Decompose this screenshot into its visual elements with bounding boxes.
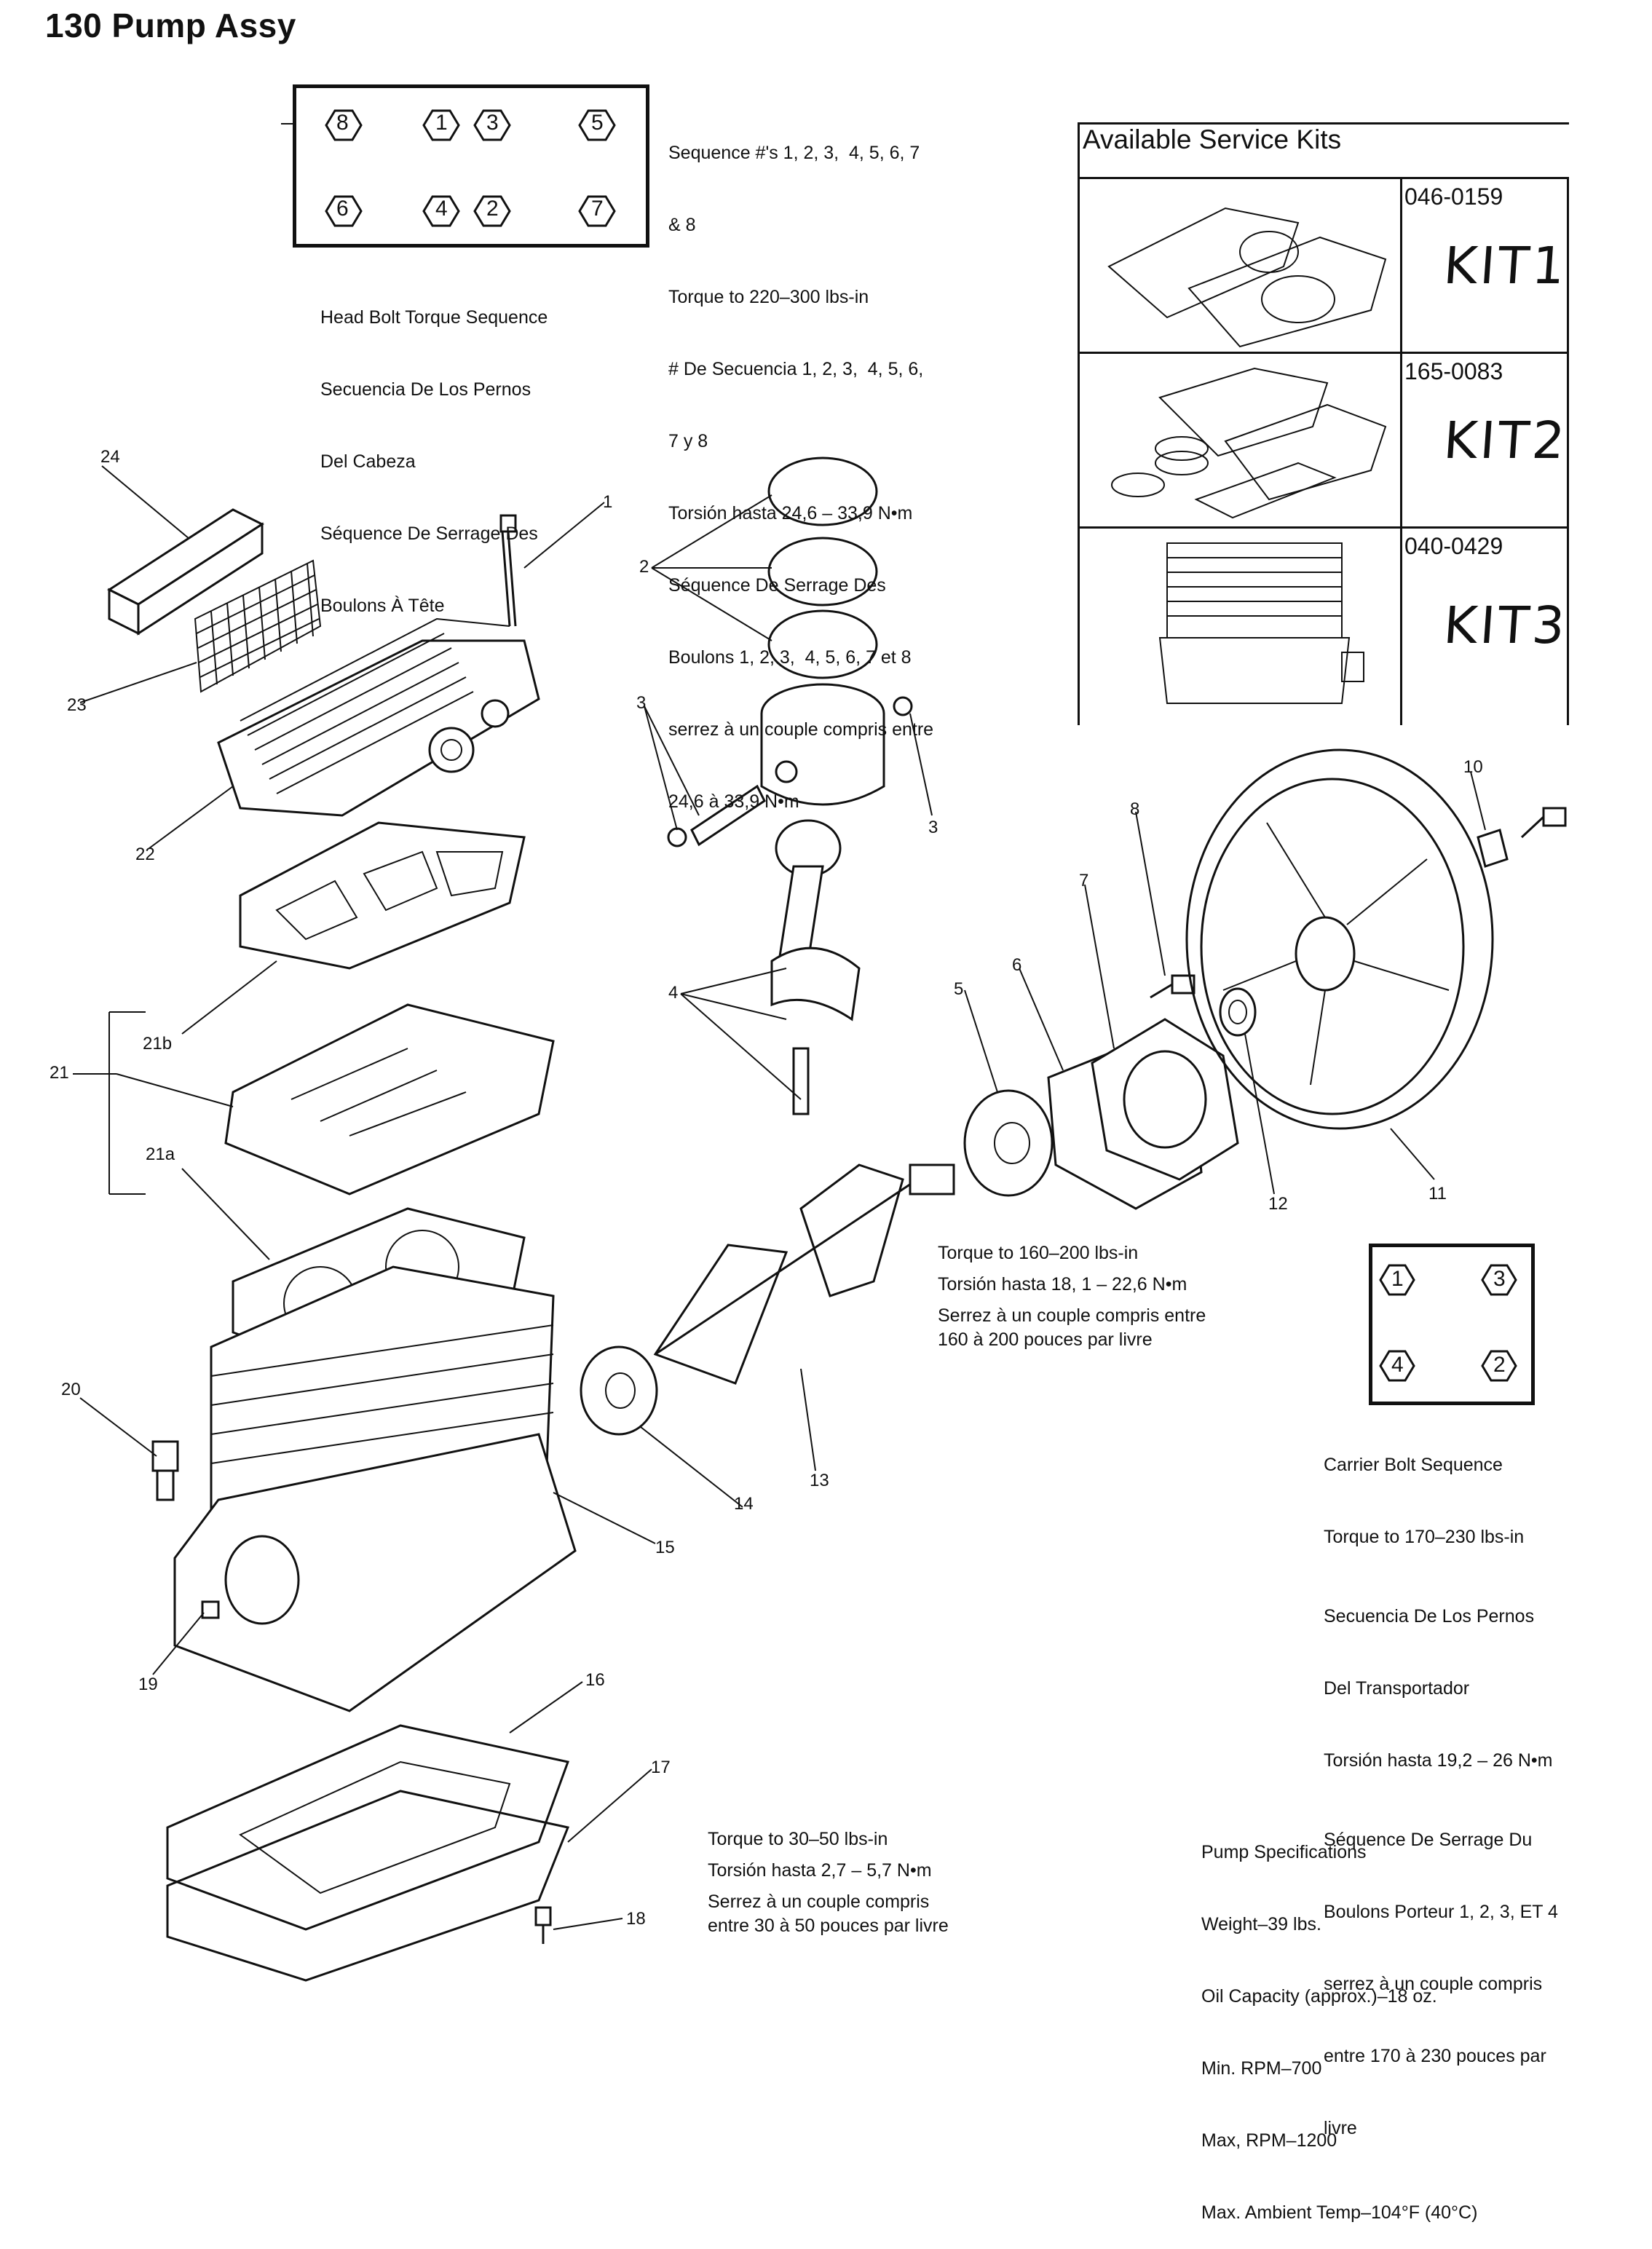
head-bolt-hex-2 (473, 195, 511, 227)
valve-plate-21-part (108, 1003, 555, 1195)
callout-18: 18 (626, 1909, 646, 1929)
piston-part (760, 683, 885, 806)
head-bolt-caption: Head Bolt Torque Sequence Secuencia De L… (320, 307, 548, 616)
kit-row: 165-0083 KIT2 (1080, 352, 1570, 529)
callout-leaders (73, 465, 1486, 1930)
head-bolt-sequence-box (293, 84, 649, 248)
head-bolt-instructions: Sequence #'s 1, 2, 3, 4, 5, 6, 7 & 8 Tor… (668, 143, 934, 812)
filter-element-part (106, 508, 265, 636)
crankshaft-part (653, 1163, 955, 1385)
carrier-bolt-label-2: 2 (1493, 1353, 1506, 1377)
head-bolt-label-2: 2 (486, 197, 499, 221)
callout-12: 12 (1268, 1194, 1288, 1214)
callout-19: 19 (138, 1675, 158, 1694)
callout-23: 23 (67, 695, 87, 715)
callout-8: 8 (1130, 799, 1140, 819)
head-bolt-hex-7 (578, 195, 616, 227)
base-torque-note: Torque to 30–50 lbs-in Torsión hasta 2,7… (708, 1829, 949, 1936)
head-bolt-part (499, 514, 517, 627)
pump-specifications: Pump Specifications Weight–39 lbs. Oil C… (1201, 1842, 1478, 2223)
callout-21b: 21b (143, 1034, 173, 1054)
connecting-rod-part (770, 819, 861, 1115)
callout-14: 14 (734, 1494, 754, 1514)
crank-torque-note: Torque to 160–200 lbs-in Torsión hasta 1… (938, 1243, 1206, 1350)
bearing-14-part (580, 1345, 658, 1436)
carrier-bolt-label-3: 3 (1493, 1267, 1506, 1291)
carrier-bolt-hex-1 (1379, 1264, 1415, 1296)
cylinder-head-part (217, 617, 540, 817)
service-kits-title: Available Service Kits (1083, 124, 1342, 154)
head-bolt-label-8: 8 (336, 111, 349, 135)
head-bolt-label-5: 5 (591, 111, 604, 135)
head-bolt-hex-4 (422, 195, 460, 227)
callout-11: 11 (1428, 1184, 1447, 1203)
carrier-bolt-hex-4 (1379, 1350, 1415, 1382)
kit-name: KIT2 (1442, 411, 1570, 470)
flywheel-bolt-part (1520, 807, 1567, 839)
bearing-5-part (963, 1089, 1054, 1197)
head-bolt-hex-3 (473, 109, 511, 141)
head-gasket-21b-part (239, 821, 526, 970)
callout-16: 16 (585, 1670, 605, 1690)
oil-seal-part (1219, 987, 1257, 1037)
flywheel-part (1185, 748, 1494, 1130)
carrier-bolt-label-1: 1 (1391, 1267, 1404, 1291)
callout-2: 2 (639, 557, 649, 577)
page-title: 130 Pump Assy (45, 7, 296, 44)
head-bolt-label-6: 6 (336, 197, 349, 221)
callout-10: 10 (1463, 757, 1483, 777)
callout-5: 5 (954, 979, 964, 999)
head-bolt-hex-5 (578, 109, 616, 141)
head-bolt-hex-6 (325, 195, 363, 227)
drain-plug-part (201, 1600, 220, 1619)
callout-21: 21 (50, 1063, 69, 1083)
callout-20: 20 (61, 1380, 81, 1399)
callout-7: 7 (1079, 871, 1089, 890)
callout-15: 15 (655, 1538, 675, 1557)
callout-6: 6 (1012, 955, 1022, 975)
head-bolt-label-4: 4 (435, 197, 448, 221)
carrier-bolt-sequence-box (1369, 1244, 1535, 1405)
callout-3b: 3 (928, 818, 938, 837)
piston-rings-part (767, 456, 878, 679)
kit1-gasket-icon (1107, 207, 1387, 348)
kit-row: 040-0429 KIT3 (1080, 526, 1570, 727)
cylinder-block-part (173, 1265, 577, 1712)
kit-part-number: 046-0159 (1404, 183, 1503, 210)
breather-part (151, 1440, 179, 1501)
base-gasket-16-part (166, 1724, 569, 1931)
callout-17: 17 (651, 1758, 671, 1777)
callout-1: 1 (603, 492, 613, 512)
carrier-bolt-hex-3 (1481, 1264, 1517, 1296)
callout-3: 3 (636, 693, 647, 713)
callout-13: 13 (810, 1471, 829, 1490)
kit-part-number: 165-0083 (1404, 358, 1503, 384)
carrier-bolt-label-4: 4 (1391, 1353, 1404, 1377)
carrier-bolt-hex-2 (1481, 1350, 1517, 1382)
head-bolt-label-1: 1 (435, 111, 448, 135)
head-bolt-label-7: 7 (591, 197, 604, 221)
flywheel-washer-part (1477, 829, 1509, 868)
carrier-bolt-part (1150, 974, 1195, 999)
bearing-carrier-7-part (1091, 1018, 1239, 1181)
callout-24: 24 (100, 447, 120, 467)
base-plate-17-part (166, 1790, 570, 1982)
diagram-drawing (73, 109, 1567, 1982)
service-kits-table: Available Service Kits 046-0159 KIT1 165… (1078, 122, 1570, 727)
base-bolt-part (534, 1906, 552, 1944)
head-bolt-hex-8 (325, 109, 363, 141)
callout-4: 4 (668, 983, 679, 1003)
head-bolt-label-3: 3 (486, 111, 499, 135)
kit3-cylinder-icon (1158, 542, 1364, 704)
filter-screen-part (194, 559, 322, 693)
head-bolt-hex-1 (422, 109, 460, 141)
kit-name: KIT1 (1442, 236, 1570, 296)
kit-row: 046-0159 KIT1 (1080, 177, 1570, 354)
callout-22: 22 (135, 845, 155, 864)
kit-part-number: 040-0429 (1404, 533, 1503, 559)
kit2-gasket-icon (1111, 367, 1387, 519)
callout-21a: 21a (146, 1145, 175, 1164)
kit-name: KIT3 (1442, 596, 1570, 655)
